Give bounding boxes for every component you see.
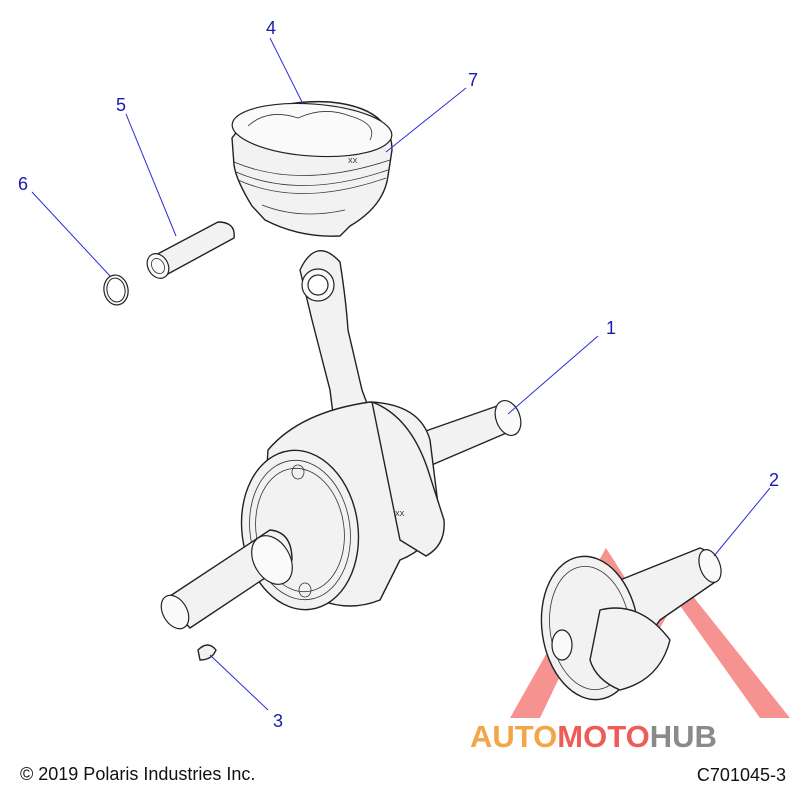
watermark-hub: HUB — [650, 719, 717, 754]
leader-2 — [713, 487, 771, 557]
piston-pin-illustration — [146, 221, 235, 279]
callout-6: 6 — [18, 174, 28, 194]
piston-illustration: XX — [231, 100, 393, 237]
leader-3 — [209, 654, 269, 711]
leader-4 — [269, 37, 304, 105]
callout-labels: 1 2 3 4 5 6 7 — [18, 18, 779, 731]
piston-mark-text: XX — [348, 158, 358, 165]
leader-lines — [31, 37, 771, 711]
watermark-moto: MOTO — [557, 719, 649, 754]
watermark-text: AUTOMOTOHUB — [470, 719, 717, 754]
callout-3: 3 — [273, 711, 283, 731]
leader-1 — [507, 335, 599, 415]
copyright-text: © 2019 Polaris Industries Inc. — [20, 764, 256, 784]
callout-4: 4 — [266, 18, 276, 38]
callout-2: 2 — [769, 470, 779, 490]
svg-text:AUTOMOTOHUB: AUTOMOTOHUB — [470, 719, 717, 754]
circlip-illustration — [103, 274, 129, 306]
callout-7: 7 — [468, 70, 478, 90]
leader-6 — [31, 191, 111, 277]
leader-7 — [385, 87, 467, 153]
watermark-auto: AUTO — [470, 719, 557, 754]
diagram-id: C701045-3 — [696, 765, 786, 785]
callout-1: 1 — [606, 318, 616, 338]
callout-5: 5 — [116, 95, 126, 115]
rod-mark-text: XX — [395, 511, 405, 518]
balance-shaft-illustration — [540, 547, 722, 701]
leader-5 — [125, 113, 177, 237]
crankshaft-illustration: XX — [160, 250, 522, 630]
